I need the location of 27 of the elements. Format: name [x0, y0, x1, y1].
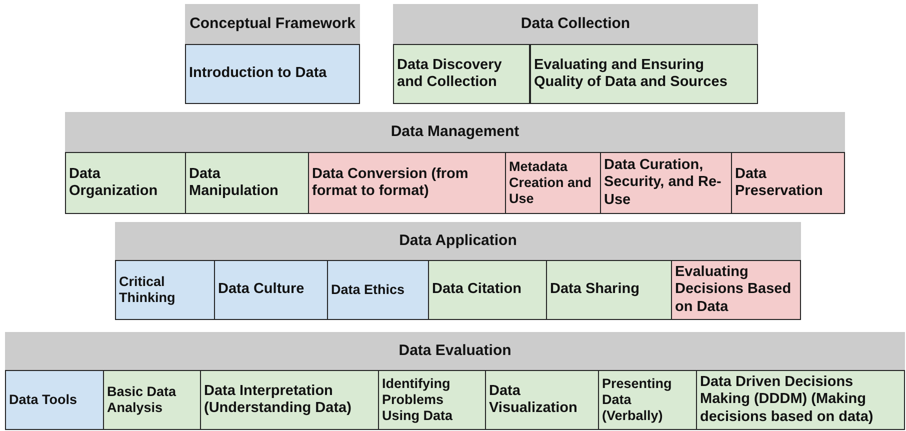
- topic-cell: Data Conversion (from format to format): [308, 152, 506, 214]
- topic-cell: Data Citation: [428, 260, 547, 320]
- topic-cell: Data Tools: [5, 370, 104, 430]
- topic-cell: Evaluating and Ensuring Quality of Data and Sources: [530, 44, 758, 104]
- topic-cell: Data Sharing: [546, 260, 672, 320]
- topic-cell: Critical Thinking: [115, 260, 215, 320]
- category-header: Data Collection: [393, 4, 758, 44]
- topic-cell: Data Culture: [214, 260, 328, 320]
- topic-cell: Data Curation, Security, and Re-Use: [600, 152, 732, 214]
- topic-cell: Data Preservation: [731, 152, 845, 214]
- topic-cell: Data Ethics: [327, 260, 429, 320]
- topic-cell: Data Driven Decisions Making (DDDM) (Making decisions based on data): [696, 370, 905, 430]
- topic-cell: Metadata Creation and Use: [505, 152, 601, 214]
- topic-cell: Presenting Data (Verbally): [598, 370, 697, 430]
- topic-cell: Identifying Problems Using Data: [378, 370, 486, 430]
- topic-cell: Data Manipulation: [185, 152, 309, 214]
- category-header: Conceptual Framework: [185, 4, 360, 44]
- topic-cell: Data Organization: [65, 152, 186, 214]
- topic-cell: Data Interpretation (Understanding Data): [200, 370, 379, 430]
- category-header: Data Application: [115, 222, 801, 260]
- category-header: Data Management: [65, 112, 845, 152]
- topic-cell: Basic Data Analysis: [103, 370, 201, 430]
- topic-cell: Data Discovery and Collection: [393, 44, 530, 104]
- topic-cell: Evaluating Decisions Based on Data: [671, 260, 801, 320]
- topic-cell: Introduction to Data: [185, 44, 360, 104]
- category-header: Data Evaluation: [5, 332, 905, 370]
- topic-cell: Data Visualization: [485, 370, 599, 430]
